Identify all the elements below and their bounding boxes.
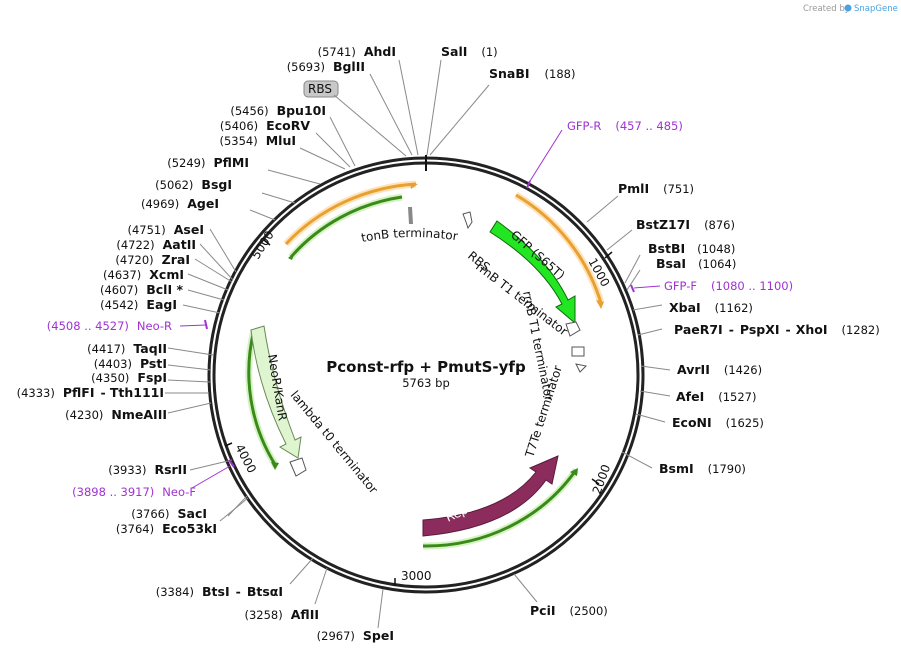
primer-label-gfp-r[interactable]: GFP-R(457 .. 485) (567, 119, 683, 133)
lambda-label: lambda t0 terminator (288, 388, 381, 496)
site-label[interactable]: (4751)AseI (128, 222, 205, 237)
primer-label-neo-r[interactable]: (4508 .. 4527)Neo-R (47, 319, 172, 333)
tonb-terminator-symbol (408, 207, 413, 224)
site-label[interactable]: (5456)Bpu10I (230, 103, 326, 118)
primer-mark-neo-f (228, 459, 235, 468)
site-label[interactable]: (4722)AatII (116, 237, 196, 252)
gfp-feature[interactable] (489, 220, 576, 325)
site-label[interactable]: (3933)RsrII (108, 462, 187, 477)
site-label[interactable]: BstZ17I(876) (636, 217, 735, 232)
orf-left-arrow (271, 462, 279, 470)
site-label[interactable]: (4542)EagI (100, 297, 177, 312)
rep101-feature[interactable] (422, 455, 559, 537)
watermark-brand: SnapGene (854, 4, 898, 14)
site-label[interactable]: (5741)AhdI (318, 44, 396, 59)
site-label[interactable]: (4607)BclI * (100, 282, 183, 297)
orf-top-left-green-arc (289, 195, 403, 258)
gfp-label: GFP (S65T) (508, 228, 567, 283)
site-label[interactable]: (5693)BglII (287, 59, 365, 74)
site-label[interactable]: (4637)XcmI (103, 267, 184, 282)
leader-lines (165, 59, 671, 629)
site-label[interactable]: PmlI(751) (618, 181, 694, 196)
orf-left-arc (247, 329, 278, 467)
rbs-box-bg (303, 80, 339, 98)
site-label[interactable]: (4969)AgeI (141, 196, 219, 211)
orf-top-left-arrow (410, 183, 418, 189)
rbs-box-label: RBS (308, 82, 332, 96)
rbs-box[interactable]: RBS (303, 80, 339, 98)
orf-bottom-arrow (570, 468, 578, 476)
site-label[interactable]: SalI(1) (441, 44, 498, 59)
site-label[interactable]: (4720)ZraI (115, 252, 190, 267)
rrnb-terminator-symbol-2 (571, 346, 585, 357)
primer-labels: GFP-R(457 .. 485) GFP-F(1080 .. 1100) (4… (47, 119, 793, 499)
site-label[interactable]: (5249)PflMI (167, 155, 249, 170)
site-label[interactable]: BstBI(1048) (648, 241, 735, 256)
site-label[interactable]: (4333)PflFI-Tth111I (17, 385, 164, 400)
site-label[interactable]: (3384)BtsI-BtsαI (156, 584, 283, 599)
lambda-terminator-symbol (289, 457, 307, 477)
primer-mark-gfp-r (526, 180, 531, 189)
site-label[interactable]: (3766)SacI (131, 506, 207, 521)
orf-top-left-green-arrow (288, 252, 295, 260)
primer-leader-gfp-r (529, 129, 563, 182)
primer-label-neo-f[interactable]: (3898 .. 3917)Neo-F (72, 485, 196, 499)
orf-right-arc (515, 193, 603, 304)
rbs-symbol (462, 211, 473, 230)
ruler-tick-4000 (224, 442, 233, 447)
primer-leader-gfp-f (633, 285, 661, 289)
plasmid-title: Pconst-rfp + PmutS-yfp 5763 bp (326, 358, 526, 390)
ruler-tick-5000 (263, 239, 271, 246)
site-label[interactable]: (4350)FspI (91, 370, 167, 385)
site-label[interactable]: (4403)PstI (94, 356, 167, 371)
site-label[interactable]: (3258)AflII (245, 607, 320, 622)
site-label[interactable]: BsaI(1064) (656, 256, 736, 271)
site-label[interactable]: PciI(2500) (530, 603, 608, 618)
primer-mark-neo-r (204, 319, 208, 330)
primer-marks (179, 129, 661, 489)
primer-leader-neo-f (191, 465, 231, 489)
site-label[interactable]: (5354)MluI (219, 133, 296, 148)
primer-mark-gfp-f (630, 284, 635, 293)
orf-top-left-arc (284, 182, 417, 246)
rrnb-terminator-symbol-1 (565, 321, 581, 337)
orf-right-arrow (596, 300, 604, 309)
site-label[interactable]: PaeR7I-PspXI-XhoI(1282) (674, 322, 880, 337)
primer-label-gfp-f[interactable]: GFP-F(1080 .. 1100) (664, 279, 793, 293)
snapgene-watermark: Created by SnapGene (803, 4, 898, 14)
site-label[interactable]: (3764)Eco53kI (116, 521, 217, 536)
site-label[interactable]: (5062)BsgI (155, 177, 232, 192)
orf-arcs (245, 180, 605, 550)
site-labels-left: (2967)SpeI (3258)AflII (3384)BtsI-BtsαI … (17, 44, 396, 643)
snapgene-logo-icon (844, 4, 852, 12)
site-label[interactable]: XbaI(1162) (669, 300, 753, 315)
site-label[interactable]: (4417)TaqII (87, 341, 167, 356)
site-labels-right: SalI(1) SnaBI(188) PmlI(751) BstZ17I(876… (441, 44, 880, 618)
site-label[interactable]: (4230)NmeAIII (65, 407, 167, 422)
tonb-label: tonB terminator (360, 226, 459, 245)
primer-leader-neo-r (179, 324, 207, 327)
site-label[interactable]: BsmI(1790) (659, 461, 746, 476)
ruler-label-3000: 3000 (401, 569, 432, 583)
orf-bottom-arc (422, 469, 578, 548)
plasmid-name: Pconst-rfp + PmutS-yfp (326, 358, 526, 376)
plasmid-length: 5763 bp (402, 376, 450, 390)
site-label[interactable]: EcoNI(1625) (672, 415, 764, 430)
site-label[interactable]: AfeI(1527) (676, 389, 757, 404)
ruler-tick-2000 (591, 478, 600, 485)
neor-feature[interactable] (250, 325, 302, 459)
ruler-tick-1000 (604, 251, 613, 259)
site-label[interactable]: SnaBI(188) (489, 66, 575, 81)
site-label[interactable]: AvrII(1426) (677, 362, 762, 377)
t7te-terminator-symbol (575, 363, 588, 373)
site-label[interactable]: (5406)EcoRV (220, 118, 310, 133)
site-label[interactable]: (2967)SpeI (317, 628, 394, 643)
watermark-prefix: Created by (803, 4, 850, 14)
